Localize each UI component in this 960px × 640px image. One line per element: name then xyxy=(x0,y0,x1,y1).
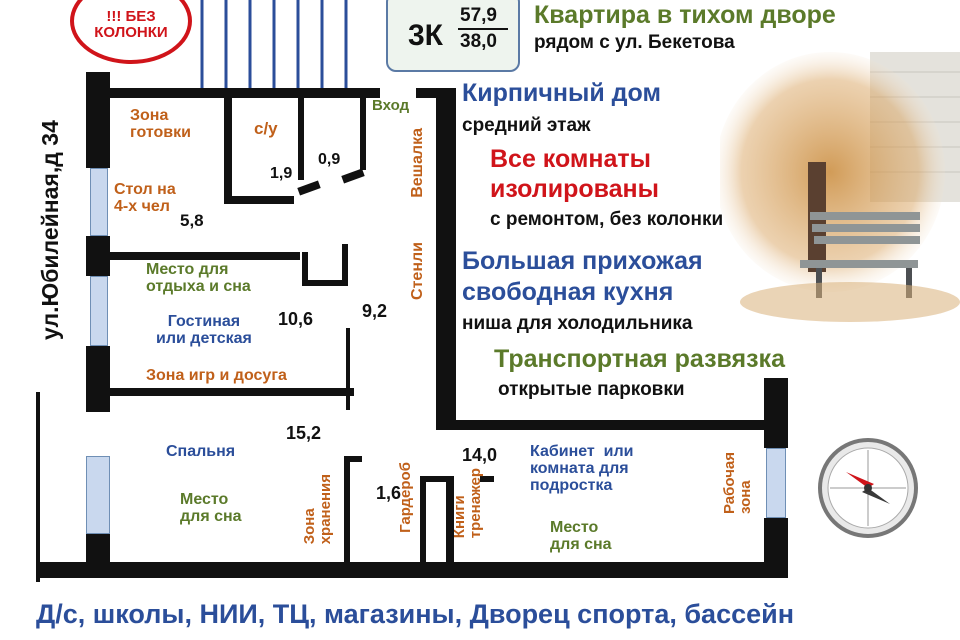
label-living: Гостиная или детская xyxy=(156,313,252,347)
area-living: 38,0 xyxy=(460,31,497,52)
area-study: 14,0 xyxy=(462,445,498,465)
fraction-line xyxy=(458,28,508,30)
rooms-summary-box: 3К 57,9 38,0 xyxy=(386,0,520,72)
wall xyxy=(298,98,304,180)
headline-isolated-line2: изолированы xyxy=(490,175,660,203)
headline-quiet-yard: Квартира в тихом дворе xyxy=(534,1,836,29)
label-sleep1: Место для сна xyxy=(180,491,242,525)
wall xyxy=(480,476,494,482)
wall xyxy=(36,392,40,582)
wall xyxy=(344,456,350,564)
wall xyxy=(344,456,362,462)
wall xyxy=(36,562,788,578)
headline-hallway-sub: ниша для холодильника xyxy=(462,313,693,334)
wall xyxy=(436,88,456,428)
label-hanger: Вешалка xyxy=(409,128,426,198)
headline-transport: Транспортная развязка xyxy=(494,345,785,373)
badge-line2: КОЛОНКИ xyxy=(94,23,168,41)
label-study: Кабинет или комната для подростка xyxy=(530,443,634,494)
no-boiler-badge: !!! БЕЗ КОЛОНКИ xyxy=(70,0,192,64)
wall xyxy=(360,98,366,170)
headline-isolated-line1: Все комнаты xyxy=(490,145,652,173)
wall xyxy=(86,72,110,168)
label-sleep2: Место для сна xyxy=(550,519,612,553)
headline-brick-house: Кирпичный дом xyxy=(462,79,661,107)
label-table: Стол на 4-х чел xyxy=(114,181,176,215)
label-entrance: Вход xyxy=(372,97,410,114)
wall xyxy=(420,478,426,564)
wall xyxy=(297,180,321,196)
area-wc1: 1,9 xyxy=(270,165,293,182)
label-storage: Зона хранения xyxy=(301,474,334,545)
wall xyxy=(86,534,110,564)
area-hall: 9,2 xyxy=(362,301,388,321)
footer-amenities: Д/с, школы, НИИ, ТЦ, магазины, Дворец сп… xyxy=(36,599,795,629)
stair-lines xyxy=(196,0,356,88)
area-wc2: 0,9 xyxy=(318,151,341,168)
window xyxy=(766,448,786,518)
area-kitchen: 5,8 xyxy=(180,211,204,230)
headline-hallway-line1: Большая прихожая xyxy=(462,247,703,275)
label-rest: Место для отдыха и сна xyxy=(146,261,251,295)
wall xyxy=(224,196,294,204)
window xyxy=(90,168,108,236)
wall xyxy=(110,252,300,260)
bench-photo xyxy=(715,52,960,322)
headline-isolated-sub: с ремонтом, без колонки xyxy=(490,209,724,230)
wall xyxy=(110,88,380,98)
area-bedroom: 15,2 xyxy=(286,423,322,443)
street-label: ул.Юбилейная,д 34 xyxy=(37,120,63,340)
label-zone-cooking: Зона готовки xyxy=(130,107,191,141)
wall xyxy=(436,420,768,430)
badge-line1: !!! БЕЗ xyxy=(106,8,156,25)
wall xyxy=(342,244,348,286)
wall xyxy=(110,388,354,396)
wall xyxy=(341,168,365,184)
wall xyxy=(302,280,346,286)
headline-hallway-line2: свободная кухня xyxy=(462,278,674,306)
wall xyxy=(86,346,110,412)
wall xyxy=(302,252,308,286)
headline-quiet-yard-sub: рядом с ул. Бекетова xyxy=(534,32,735,53)
wall xyxy=(346,328,350,410)
label-walls: Стенли xyxy=(409,242,426,300)
label-wc: с/у xyxy=(254,119,278,138)
window xyxy=(86,456,110,534)
wall xyxy=(224,98,232,196)
headline-brick-house-sub: средний этаж xyxy=(462,115,591,136)
area-wardrobe: 1,6 xyxy=(376,483,402,503)
compass-icon xyxy=(816,436,920,540)
wall xyxy=(420,476,454,482)
area-living-room: 10,6 xyxy=(278,309,314,329)
wall xyxy=(764,378,788,448)
rooms-count: 3К xyxy=(408,19,443,52)
label-workzone: Рабочая зона xyxy=(721,452,754,515)
label-bedroom: Спальня xyxy=(166,443,236,460)
window xyxy=(90,276,108,346)
label-books: Книги тренажер xyxy=(451,468,484,539)
headline-transport-sub: открытые парковки xyxy=(498,379,685,400)
label-wardrobe: Гардероб xyxy=(397,462,414,533)
wall xyxy=(86,236,110,276)
label-play: Зона игр и досуга xyxy=(146,367,287,384)
wall xyxy=(446,476,454,564)
area-total: 57,9 xyxy=(460,5,497,26)
